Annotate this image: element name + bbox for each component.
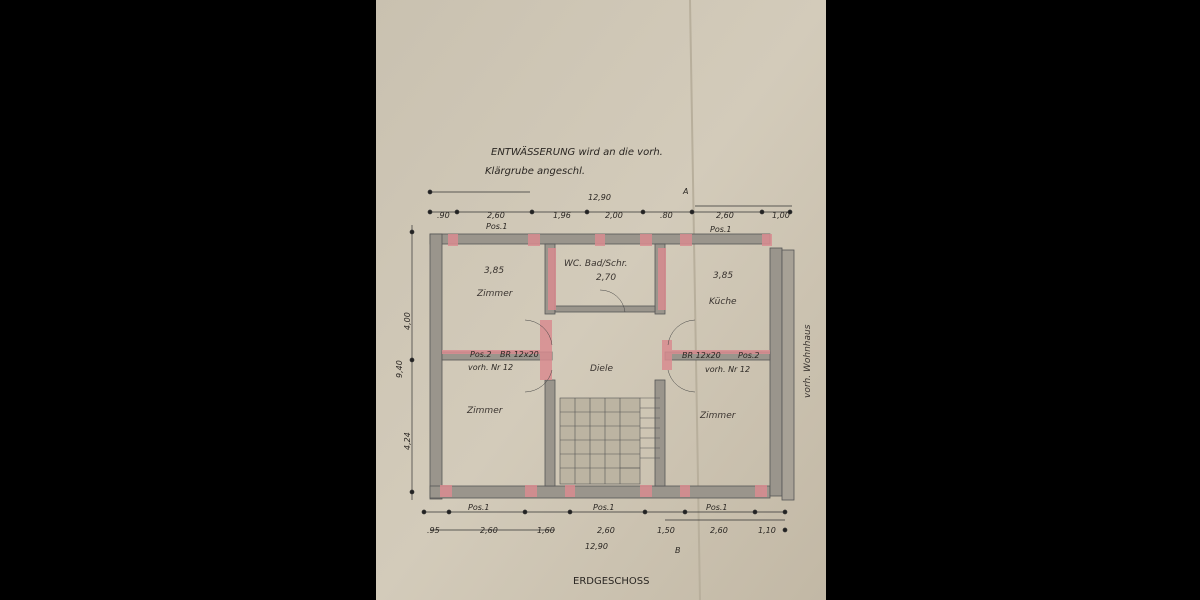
room-width: 3,85 xyxy=(713,271,733,281)
top-dim: 2,00 xyxy=(605,211,623,220)
room-width: 3,85 xyxy=(484,266,504,276)
left-dim: 9,40 xyxy=(395,360,404,378)
pos-label: Pos.1 xyxy=(486,222,508,231)
staircase xyxy=(559,397,660,485)
top-dim: .90 xyxy=(437,211,450,220)
pos-label: Pos.1 xyxy=(710,225,732,234)
bottom-dim: 1,60 xyxy=(537,526,555,535)
bottom-dim: 2,60 xyxy=(710,526,728,535)
bottom-dim: 1,50 xyxy=(657,526,675,535)
room-label-zimmer: Zimmer xyxy=(466,406,504,416)
brick-piers xyxy=(440,234,772,497)
top-dim: 1,96 xyxy=(553,211,571,220)
section-marker-b: B xyxy=(675,546,681,555)
paper-fold xyxy=(689,0,701,600)
top-dim: 2,60 xyxy=(716,211,734,220)
section-marker-a: A xyxy=(682,187,688,196)
bottom-dim: 2,60 xyxy=(480,526,498,535)
room-label-zimmer: Zimmer xyxy=(699,411,737,421)
pos-label: Pos.1 xyxy=(593,503,615,512)
room-label-kueche: Küche xyxy=(709,297,737,307)
left-dim: 4,24 xyxy=(403,432,412,450)
bottom-dim: .95 xyxy=(427,526,440,535)
beam-label: BR 12x20 xyxy=(682,351,721,360)
bottom-dim: 1,10 xyxy=(758,526,776,535)
drawing-title: ERDGESCHOSS xyxy=(573,576,649,587)
bottom-dim: 2,60 xyxy=(597,526,615,535)
vorh-label: vorh. Nr 12 xyxy=(705,365,750,374)
pos-label: Pos.2 xyxy=(738,351,760,360)
room-label-diele: Diele xyxy=(590,364,613,374)
room-width: 2,70 xyxy=(596,273,616,283)
drainage-note-line2: Klärgrube angeschl. xyxy=(485,166,585,177)
room-label-zimmer: Zimmer xyxy=(476,289,514,299)
overall-dim-bottom: 12,90 xyxy=(585,542,608,551)
top-dim: .80 xyxy=(660,211,673,220)
drainage-note-line1: ENTWÄSSERUNG wird an die vorh. xyxy=(491,145,663,158)
pos-label: Pos.1 xyxy=(468,503,490,512)
pos-label: Pos.2 xyxy=(470,350,492,359)
top-dim: 1,00 xyxy=(772,211,790,220)
overall-dim-top: 12,90 xyxy=(588,193,611,202)
left-dim: 4,00 xyxy=(403,312,412,330)
pos-label: Pos.1 xyxy=(706,503,728,512)
paper-sheet xyxy=(376,0,826,600)
door-swings xyxy=(524,289,696,393)
vorh-label: vorh. Nr 12 xyxy=(468,363,513,372)
top-dim: 2,60 xyxy=(487,211,505,220)
neighbor-building-label: vorh. Wohnhaus xyxy=(803,324,813,398)
room-label-wc: WC. Bad/Schr. xyxy=(564,259,627,269)
dimension-lines xyxy=(409,189,793,533)
beam-label: BR 12x20 xyxy=(500,350,539,359)
